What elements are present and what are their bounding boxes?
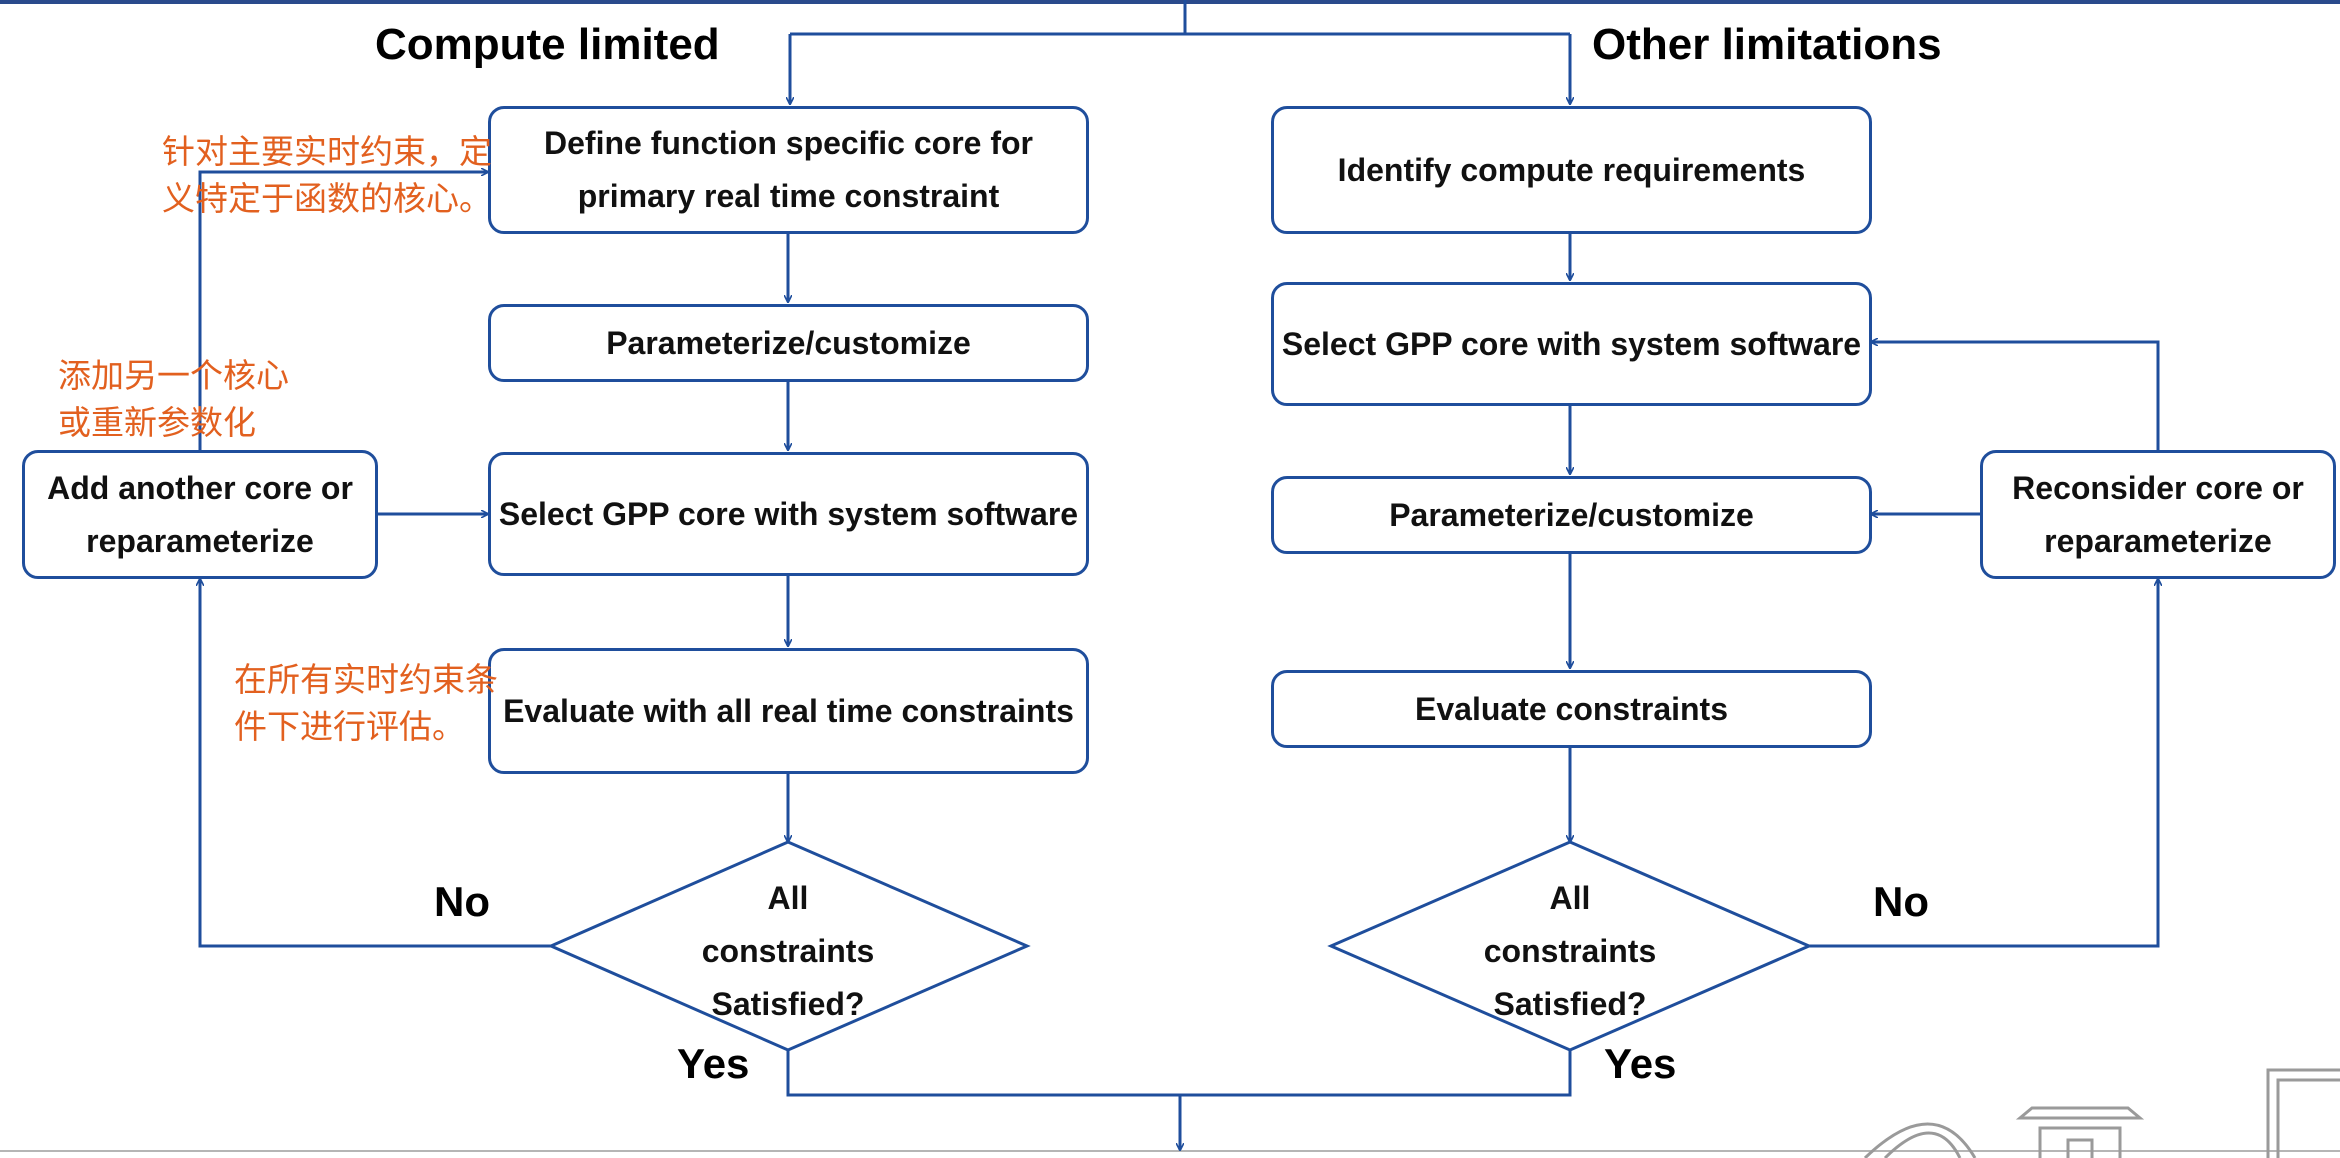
label-yes-left: Yes [677, 1040, 750, 1087]
yes-merge-line [786, 1050, 1572, 1097]
box-parameterize-left: Parameterize/customize [488, 304, 1089, 382]
box-parameterize-left-text: Parameterize/customize [606, 324, 971, 361]
box-parameterize-right: Parameterize/customize [1271, 476, 1872, 554]
note-define-core-line-1: 针对主要实时约束，定 [162, 132, 492, 171]
box-reconsider: Reconsider core or reparameterize [1980, 450, 2336, 579]
box-define-core: Define function specific core for primar… [488, 106, 1089, 234]
box-evaluate-left-text: Evaluate with all real time constraints [503, 692, 1074, 729]
note-define-core-line-2: 义特定于函数的核心。 [162, 179, 492, 218]
box-select-gpp-right: Select GPP core with system software [1271, 282, 1872, 406]
decision-diamond-right [1327, 840, 1813, 1052]
bottom-rule [0, 1150, 2340, 1152]
box-evaluate-right: Evaluate constraints [1271, 670, 1872, 748]
arrow-no-to-reconsider [1809, 579, 2158, 948]
note-evaluate: 在所有实时约束条 件下进行评估。 [234, 656, 498, 750]
decision-left-text: All constraints Satisfied? [701, 880, 875, 1022]
heading-other-limitations: Other limitations [1592, 20, 1942, 69]
note-evaluate-line-2: 件下进行评估。 [234, 707, 465, 746]
box-add-core-text: Add another core or reparameterize [47, 469, 353, 559]
arrow-no-to-add-core [200, 579, 551, 948]
decision-right-text: All constraints Satisfied? [1483, 880, 1657, 1022]
arrow-reconsider-to-select [1871, 342, 2160, 450]
box-select-gpp-right-text: Select GPP core with system software [1281, 325, 1862, 362]
box-define-core-text: Define function specific core for primar… [544, 125, 1033, 214]
box-parameterize-right-text: Parameterize/customize [1389, 496, 1754, 533]
box-reconsider-text: Reconsider core or reparameterize [2012, 469, 2304, 559]
label-no-right: No [1873, 878, 1929, 925]
box-select-gpp-left-text: Select GPP core with system software [498, 495, 1079, 532]
note-add-core: 添加另一个核心 或重新参数化 [58, 352, 289, 446]
box-evaluate-right-text: Evaluate constraints [1415, 690, 1728, 727]
label-yes-right: Yes [1604, 1040, 1677, 1087]
note-add-core-line-2: 或重新参数化 [58, 403, 256, 442]
heading-compute-limited: Compute limited [375, 20, 720, 69]
box-add-core: Add another core or reparameterize [22, 450, 378, 579]
box-select-gpp-left: Select GPP core with system software [488, 452, 1089, 576]
note-evaluate-line-1: 在所有实时约束条 [234, 660, 498, 699]
note-define-core: 针对主要实时约束，定 义特定于函数的核心。 [162, 128, 492, 222]
arrow-add-core-to-define [198, 172, 488, 450]
label-no-left: No [434, 878, 490, 925]
top-rule [0, 0, 2340, 4]
box-identify-text: Identify compute requirements [1337, 151, 1806, 188]
box-identify: Identify compute requirements [1271, 106, 1872, 234]
sjtu-logo [1863, 1068, 2340, 1158]
decision-diamond-left [547, 840, 1031, 1052]
box-evaluate-left: Evaluate with all real time constraints [488, 648, 1089, 774]
note-add-core-line-1: 添加另一个核心 [58, 356, 289, 395]
